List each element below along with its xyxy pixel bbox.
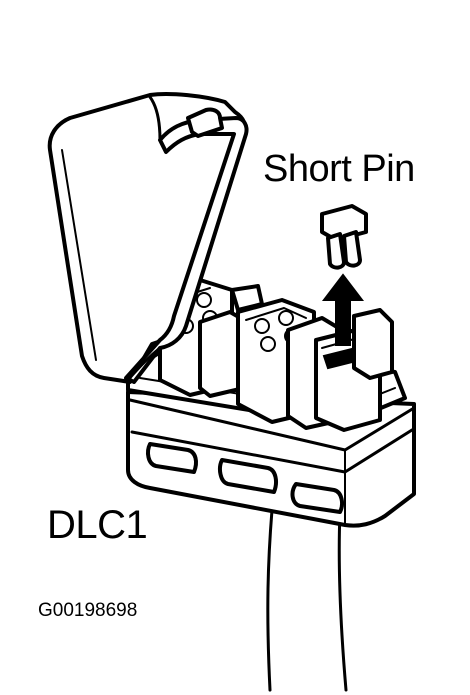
figure-id: G00198698: [38, 600, 138, 621]
connector-name-label: DLC1: [47, 503, 148, 547]
short-pin: [320, 204, 368, 270]
locking-tab: [290, 482, 344, 514]
connector-lid: [47, 91, 249, 384]
short-pin-label: Short Pin: [263, 148, 415, 190]
up-arrow-icon: [321, 273, 365, 346]
locking-tab: [218, 458, 278, 494]
locking-tab: [146, 442, 198, 474]
wire-harness: [266, 508, 348, 692]
terminal-blocks: [158, 278, 394, 432]
lid-latch: [186, 107, 224, 138]
